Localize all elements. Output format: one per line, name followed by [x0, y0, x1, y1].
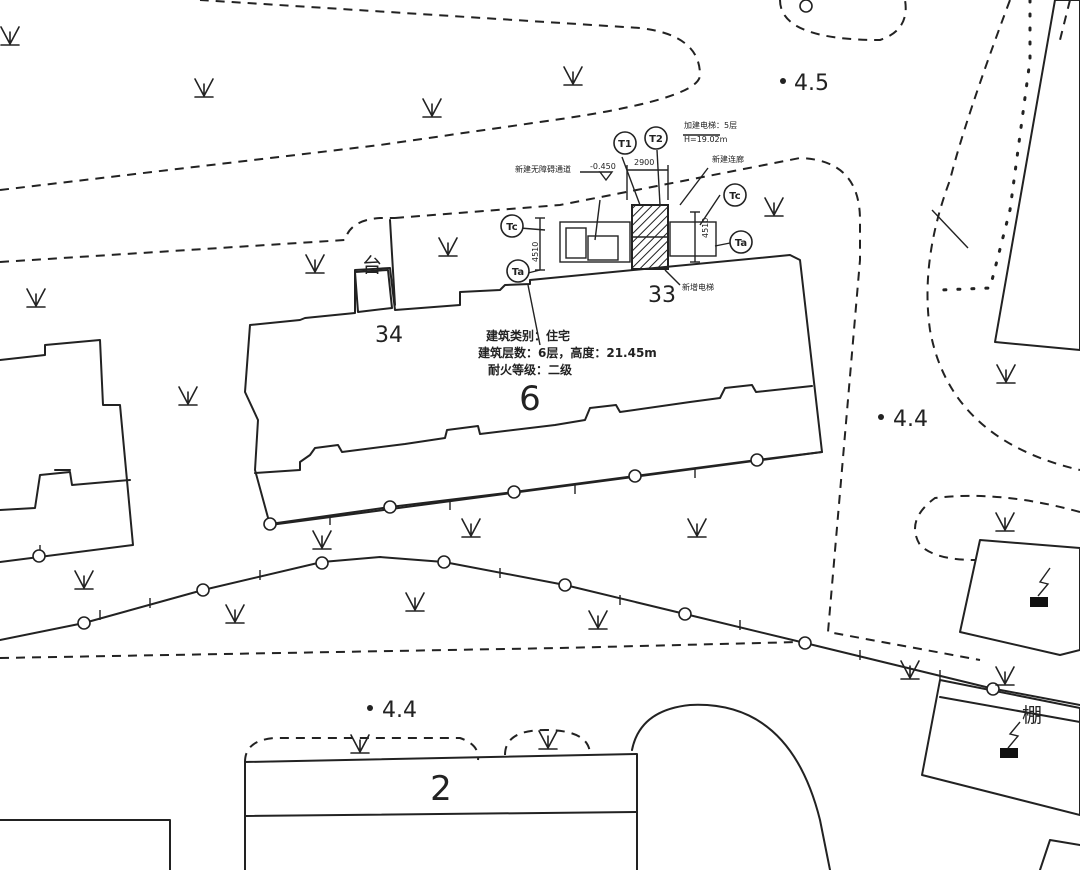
- grid-bubble-tc-right-label: Tc: [729, 191, 740, 202]
- grass-symbol: [178, 386, 198, 406]
- grid-bubble-t1: [613, 131, 637, 155]
- building-number-6: 6: [519, 379, 541, 419]
- grass-symbol: [687, 518, 707, 538]
- elevator-level-note: -0.450: [590, 162, 616, 171]
- power-symbols: [1000, 567, 1051, 758]
- grass-symbol: [305, 254, 325, 274]
- building-number-2: 2: [430, 769, 452, 809]
- grass-symbol: [995, 512, 1015, 532]
- grass-symbol: [461, 518, 481, 538]
- grass-symbol: [225, 604, 245, 624]
- grid-bubble-tc-left: [500, 214, 524, 238]
- spot-elevation-3: 4.4: [382, 698, 417, 723]
- elevator-floors-note: 加建电梯：5层: [684, 120, 737, 130]
- grid-bubble-t1-label: T1: [618, 139, 632, 150]
- floor-count-33: 33: [648, 283, 676, 308]
- spot-elevations: 4.5 4.4 4.4: [367, 71, 928, 723]
- tree-mark: [931, 209, 969, 249]
- shed-label: 棚: [1022, 703, 1042, 727]
- spot-elevation-2: 4.4: [893, 407, 928, 432]
- elevator-width-dim: 2900: [634, 158, 654, 167]
- grass-symbol: [350, 734, 370, 754]
- elevator-note-left: 新建无障碍通道: [515, 164, 571, 174]
- grid-bubble-ta-right: [729, 230, 753, 254]
- elevator-depth-dim-left: 4510: [531, 242, 540, 262]
- grass-symbol: [0, 26, 20, 46]
- grid-bubble-tc-left-label: Tc: [506, 222, 517, 233]
- fence-ticks: [39, 468, 941, 680]
- fire-rating-note: 耐火等级：二级: [488, 362, 572, 377]
- grass-symbol: [405, 592, 425, 612]
- grid-bubble-tc-right: [723, 183, 747, 207]
- grass-symbol: [900, 660, 920, 680]
- floor-count-34: 34: [375, 323, 403, 348]
- grid-bubble-ta-left: [506, 259, 530, 283]
- grass-symbol: [538, 730, 558, 750]
- grass-symbol: [764, 197, 784, 217]
- platform-label: 台: [362, 253, 382, 277]
- grid-bubble-t2: [644, 126, 668, 150]
- building-type-note: 建筑类别：住宅: [485, 328, 570, 343]
- elevator-depth-dim-right: 4510: [701, 218, 710, 238]
- grass-symbol: [422, 98, 442, 118]
- grass-symbol: [312, 530, 332, 550]
- grass-symbol: [995, 666, 1015, 686]
- grass-symbol: [996, 364, 1016, 384]
- grass-symbol: [563, 66, 583, 86]
- grass-symbol: [26, 288, 46, 308]
- grass-symbol: [74, 570, 94, 590]
- grid-bubble-ta-right-label: Ta: [735, 238, 747, 249]
- grass-symbol: [438, 237, 458, 257]
- grass-symbol: [588, 610, 608, 630]
- grid-bubble-ta-left-label: Ta: [512, 267, 524, 278]
- fence-poles: [32, 0, 1000, 696]
- grass-symbols: [0, 26, 1016, 754]
- elevator-note-right: 新建连廊: [712, 154, 744, 164]
- elevator-addition: T1 T2 Tc Tc Ta Ta 加建电梯：5层 H=19.02m 2900 …: [500, 120, 753, 346]
- spot-elevation-1: 4.5: [794, 71, 829, 96]
- corridor-outline: [559, 221, 631, 263]
- building-floors-note: 建筑层数：6层，高度：21.45m: [477, 345, 657, 360]
- grass-symbol: [194, 78, 214, 98]
- grid-bubble-t2-label: T2: [649, 134, 663, 145]
- elevator-note-bottom: 新增电梯: [682, 282, 714, 292]
- elevator-height-note: H=19.02m: [684, 135, 728, 144]
